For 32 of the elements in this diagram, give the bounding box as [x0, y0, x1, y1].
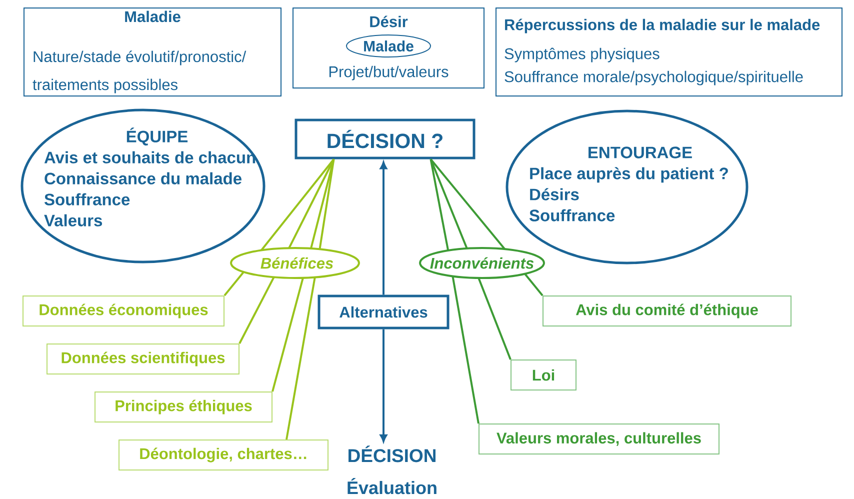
connector-line — [288, 158, 335, 249]
factor-box: Valeurs morales, culturelles — [478, 424, 720, 454]
oval-label: Malade — [346, 34, 431, 58]
decision-box: DÉCISION ? — [294, 118, 476, 160]
oval-label: Inconvénients — [419, 247, 545, 279]
connector-line — [452, 276, 480, 424]
connector-line — [272, 278, 304, 392]
connector-line — [260, 158, 335, 251]
connector-line — [238, 276, 275, 344]
factor-box: Loi — [510, 360, 576, 390]
caption-text: Évaluation — [348, 478, 436, 494]
decision-text: DÉCISION — [348, 446, 436, 462]
factor-box: Avis du comité d’éthique — [542, 296, 792, 326]
info-box: Répercussions de la maladie sur le malade Symptômes physiques Souffrance morale/psychologique/spirituelle — [496, 8, 842, 96]
arrow — [380, 329, 388, 442]
connector-line — [430, 158, 506, 250]
connector-line — [430, 158, 468, 249]
factor-box: Principes éthiques — [94, 392, 272, 422]
connector-line — [478, 278, 512, 360]
factor-box: Données scientifiques — [46, 344, 240, 374]
connector-line — [224, 271, 244, 296]
connector-line — [310, 159, 335, 249]
info-box: Maladie Nature/stade évolutif/pronostic/ traitements possibles — [24, 8, 282, 96]
connector-line — [286, 277, 316, 440]
connector-line — [524, 273, 544, 296]
connector-line — [318, 159, 335, 250]
factor-box: Déontologie, chartes… — [118, 440, 328, 470]
arrow — [380, 162, 388, 295]
oval-label: Bénéfices — [230, 247, 360, 279]
alternatives-box: Alternatives — [318, 294, 450, 330]
connector-line — [430, 159, 450, 251]
factor-box: Données économiques — [22, 296, 224, 326]
